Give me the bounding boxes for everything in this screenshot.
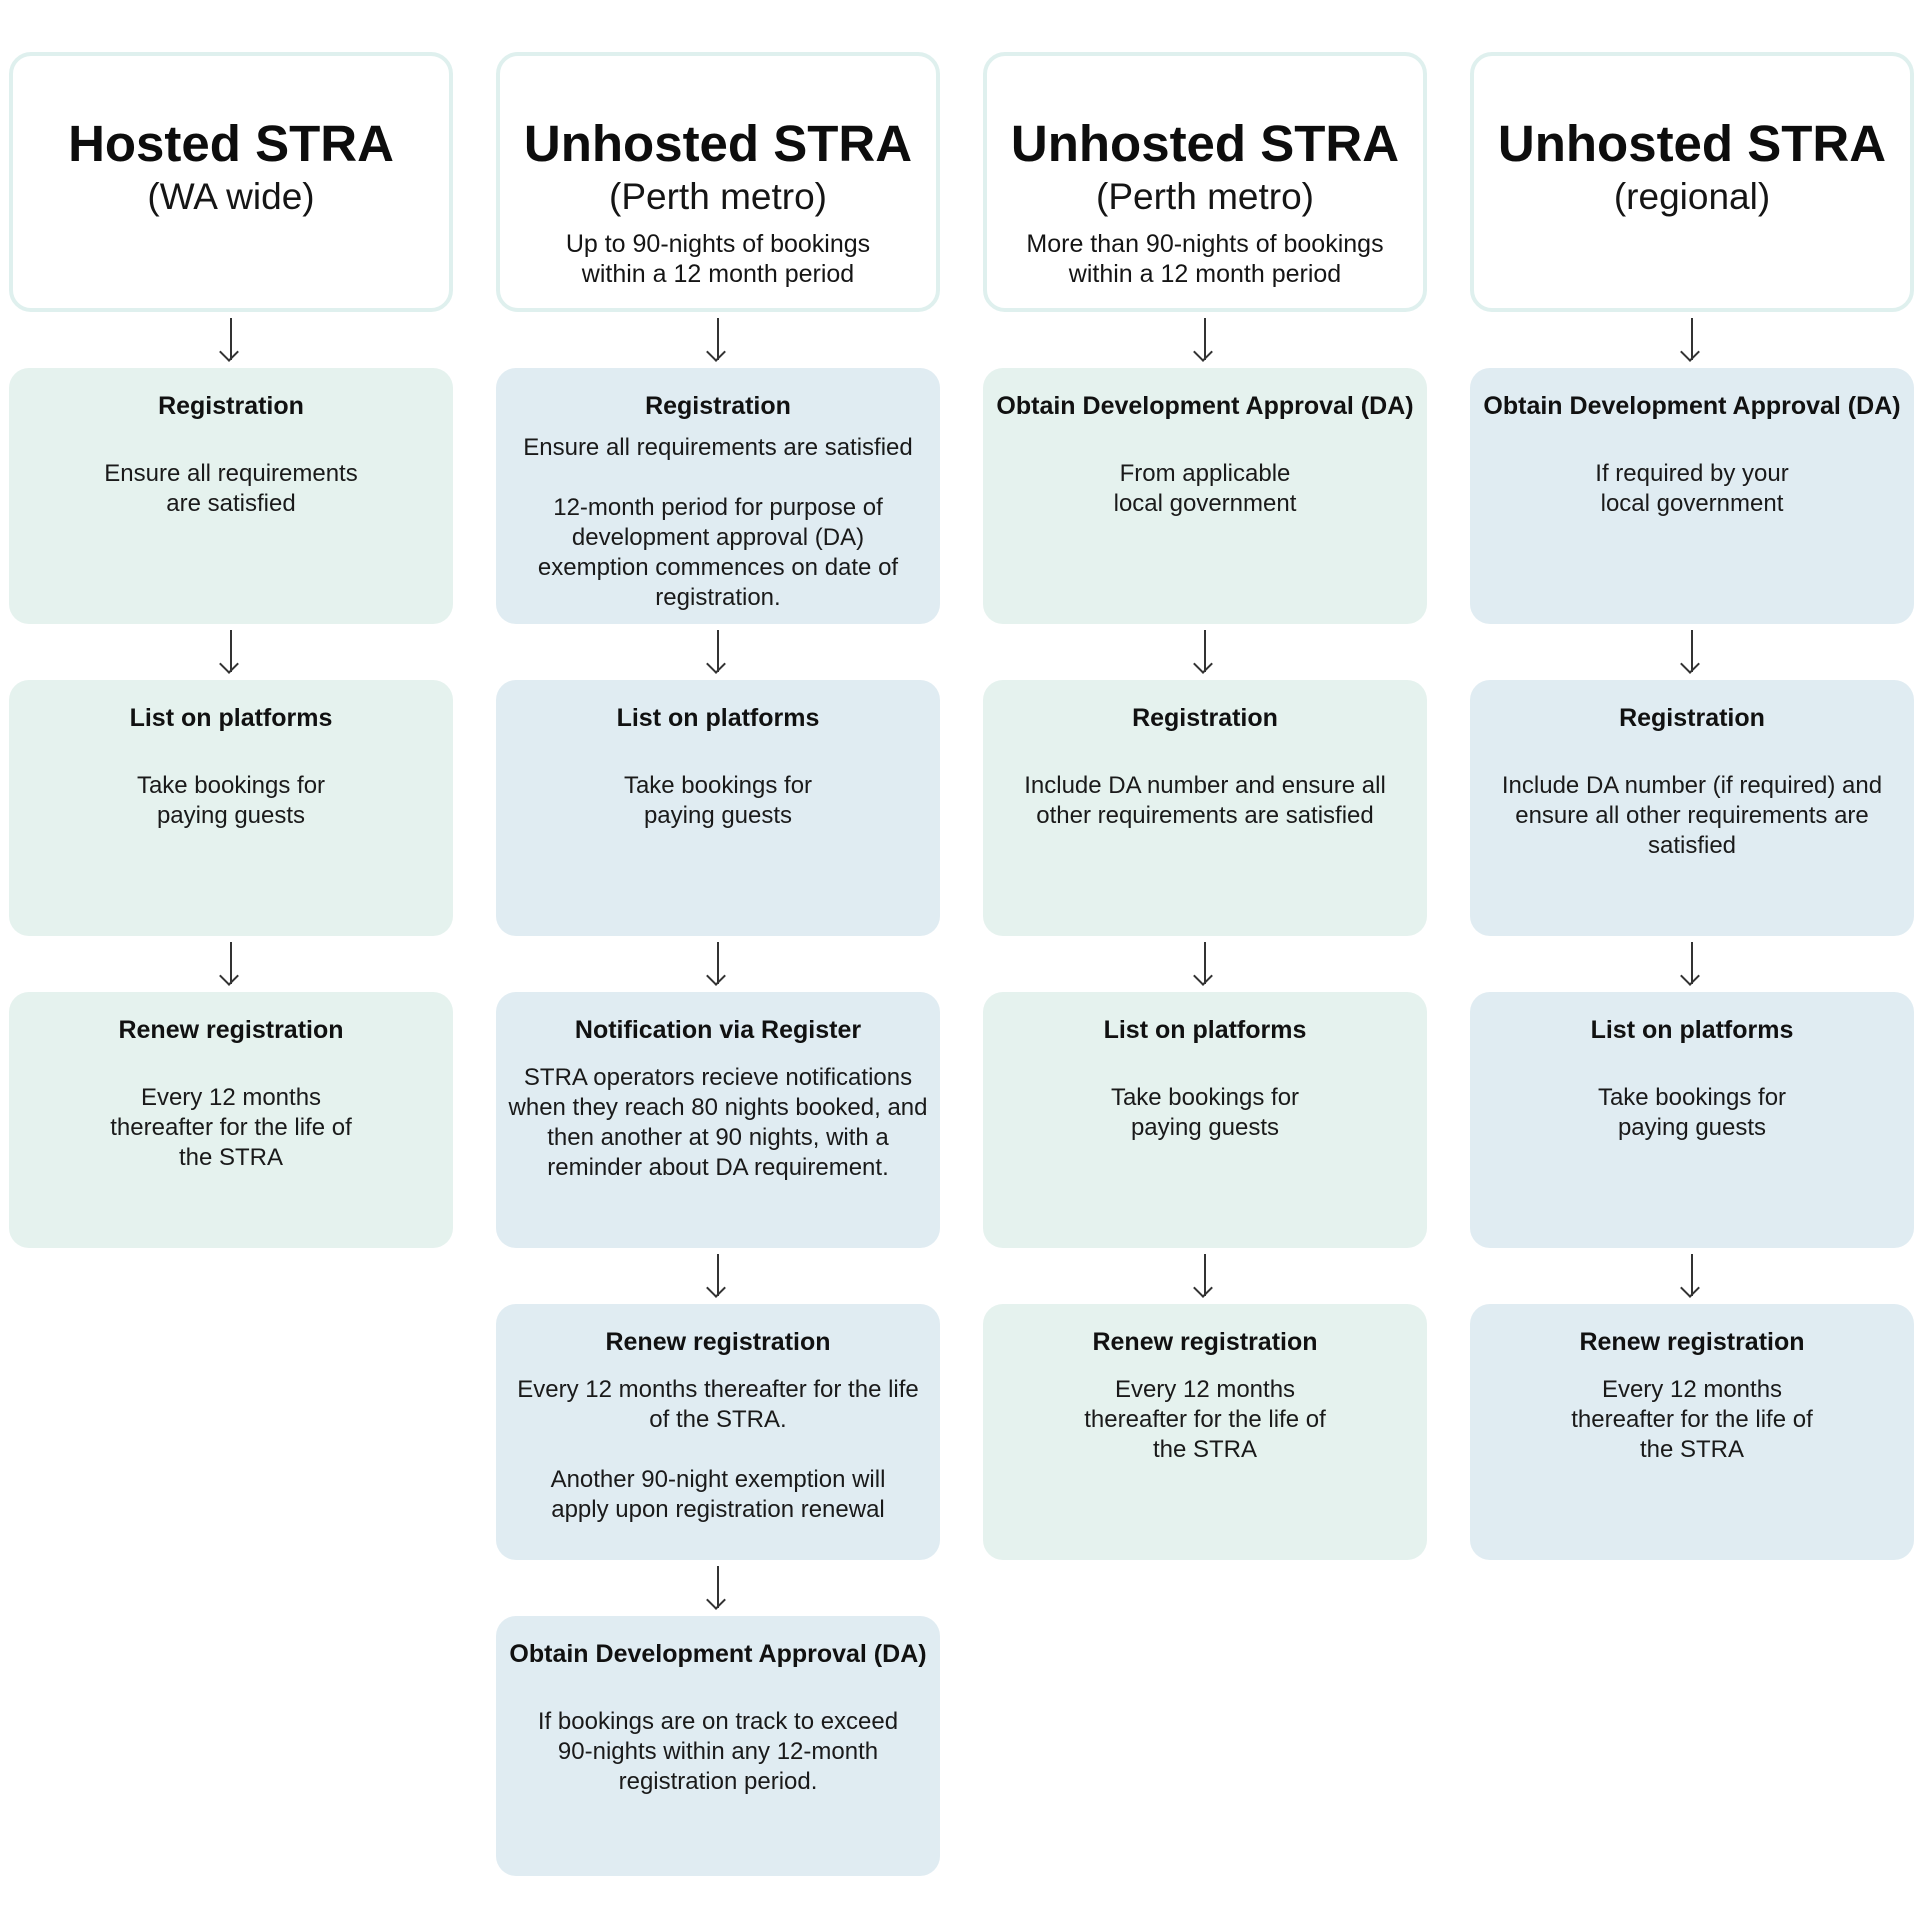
step-description: Include DA number and ensure all other r… <box>1024 771 1386 829</box>
step-title: Registration <box>158 392 304 420</box>
down-arrow-icon <box>983 1248 1427 1304</box>
step-obtain-development-approval: Obtain Development Approval (DA) If book… <box>496 1616 940 1876</box>
down-arrow-icon <box>983 312 1427 368</box>
column-hosted-wa: Hosted STRA (WA wide) Registration Ensur… <box>9 52 453 1248</box>
step-description: Take bookings for paying guests <box>136 771 326 829</box>
step-renew-registration: Renew registration Every 12 months there… <box>983 1304 1427 1560</box>
step-title: Obtain Development Approval (DA) <box>1483 392 1901 420</box>
step-description-note: 12-month period for purpose of developme… <box>537 493 899 611</box>
down-arrow-icon <box>496 624 940 680</box>
column-unhosted-regional: Unhosted STRA (regional) Obtain Developm… <box>1470 52 1914 1560</box>
step-obtain-development-approval: Obtain Development Approval (DA) If requ… <box>1470 368 1914 624</box>
step-list-on-platforms: List on platforms Take bookings for payi… <box>983 992 1427 1248</box>
down-arrow-icon <box>9 624 453 680</box>
step-title: Renew registration <box>1579 1328 1805 1356</box>
step-description: Every 12 months thereafter for the life … <box>1084 1375 1326 1463</box>
step-registration: Registration Include DA number and ensur… <box>983 680 1427 936</box>
step-description: Every 12 months thereafter for the life … <box>110 1083 352 1171</box>
step-title: Renew registration <box>1092 1328 1318 1356</box>
down-arrow-icon <box>1470 936 1914 992</box>
step-description: Every 12 months thereafter for the life … <box>506 1375 930 1525</box>
column-subtitle: (Perth metro) <box>1096 176 1314 218</box>
column-title: Unhosted STRA <box>1010 115 1400 172</box>
column-note: Up to 90-nights of bookings within a 12 … <box>565 230 871 289</box>
down-arrow-icon <box>983 936 1427 992</box>
down-arrow-icon <box>1470 624 1914 680</box>
column-header: Unhosted STRA (regional) <box>1470 52 1914 312</box>
step-description: Take bookings for paying guests <box>1597 1083 1787 1141</box>
step-description: If bookings are on track to exceed 90-ni… <box>537 1707 899 1795</box>
step-registration: Registration Ensure all requirements are… <box>9 368 453 624</box>
column-unhosted-perth-over-90: Unhosted STRA (Perth metro) More than 90… <box>983 52 1427 1560</box>
step-renew-registration: Renew registration Every 12 months there… <box>9 992 453 1248</box>
column-subtitle: (WA wide) <box>147 176 315 218</box>
step-obtain-development-approval: Obtain Development Approval (DA) From ap… <box>983 368 1427 624</box>
step-title: Obtain Development Approval (DA) <box>509 1640 927 1668</box>
column-note: More than 90-nights of bookings within a… <box>1026 230 1384 289</box>
step-description-line: Every 12 months thereafter for the life … <box>517 1375 919 1433</box>
step-title: List on platforms <box>616 704 820 732</box>
down-arrow-icon <box>496 1248 940 1304</box>
step-renew-registration: Renew registration Every 12 months there… <box>496 1304 940 1560</box>
column-header: Hosted STRA (WA wide) <box>9 52 453 312</box>
step-registration: Registration Include DA number (if requi… <box>1470 680 1914 936</box>
step-description: STRA operators recieve notifications whe… <box>508 1063 928 1181</box>
step-title: Obtain Development Approval (DA) <box>996 392 1414 420</box>
step-title: Registration <box>645 392 791 420</box>
step-notification-via-register: Notification via Register STRA operators… <box>496 992 940 1248</box>
column-title: Hosted STRA <box>68 115 394 172</box>
down-arrow-icon <box>1470 312 1914 368</box>
down-arrow-icon <box>496 1560 940 1616</box>
column-header: Unhosted STRA (Perth metro) More than 90… <box>983 52 1427 312</box>
column-title: Unhosted STRA <box>1497 115 1887 172</box>
step-renew-registration: Renew registration Every 12 months there… <box>1470 1304 1914 1560</box>
down-arrow-icon <box>496 936 940 992</box>
step-title: Renew registration <box>605 1328 831 1356</box>
column-subtitle: (Perth metro) <box>609 176 827 218</box>
step-description: Include DA number (if required) and ensu… <box>1501 771 1883 859</box>
step-registration: Registration Ensure all requirements are… <box>496 368 940 624</box>
step-title: List on platforms <box>1590 1016 1794 1044</box>
step-title: Registration <box>1619 704 1765 732</box>
step-list-on-platforms: List on platforms Take bookings for payi… <box>9 680 453 936</box>
step-description: If required by your local government <box>1595 459 1789 517</box>
down-arrow-icon <box>496 312 940 368</box>
step-title: List on platforms <box>1103 1016 1307 1044</box>
step-title: Renew registration <box>118 1016 344 1044</box>
step-title: Notification via Register <box>574 1016 862 1044</box>
step-list-on-platforms: List on platforms Take bookings for payi… <box>1470 992 1914 1248</box>
down-arrow-icon <box>9 312 453 368</box>
column-header: Unhosted STRA (Perth metro) Up to 90-nig… <box>496 52 940 312</box>
step-title: List on platforms <box>129 704 333 732</box>
step-description: Take bookings for paying guests <box>623 771 813 829</box>
step-list-on-platforms: List on platforms Take bookings for payi… <box>496 680 940 936</box>
column-unhosted-perth-up-to-90: Unhosted STRA (Perth metro) Up to 90-nig… <box>496 52 940 1876</box>
down-arrow-icon <box>1470 1248 1914 1304</box>
step-description-line: Ensure all requirements are satisfied <box>523 433 913 461</box>
step-description: Every 12 months thereafter for the life … <box>1571 1375 1813 1463</box>
column-title: Unhosted STRA <box>523 115 913 172</box>
step-description: Take bookings for paying guests <box>1110 1083 1300 1141</box>
down-arrow-icon <box>9 936 453 992</box>
step-description: Ensure all requirements are satisfied <box>104 459 358 517</box>
step-description-note: Another 90-night exemption will apply up… <box>550 1465 886 1523</box>
step-description: Ensure all requirements are satisfied 12… <box>506 433 930 613</box>
down-arrow-icon <box>983 624 1427 680</box>
column-subtitle: (regional) <box>1613 176 1771 218</box>
step-title: Registration <box>1132 704 1278 732</box>
step-description: From applicable local government <box>1113 459 1297 517</box>
